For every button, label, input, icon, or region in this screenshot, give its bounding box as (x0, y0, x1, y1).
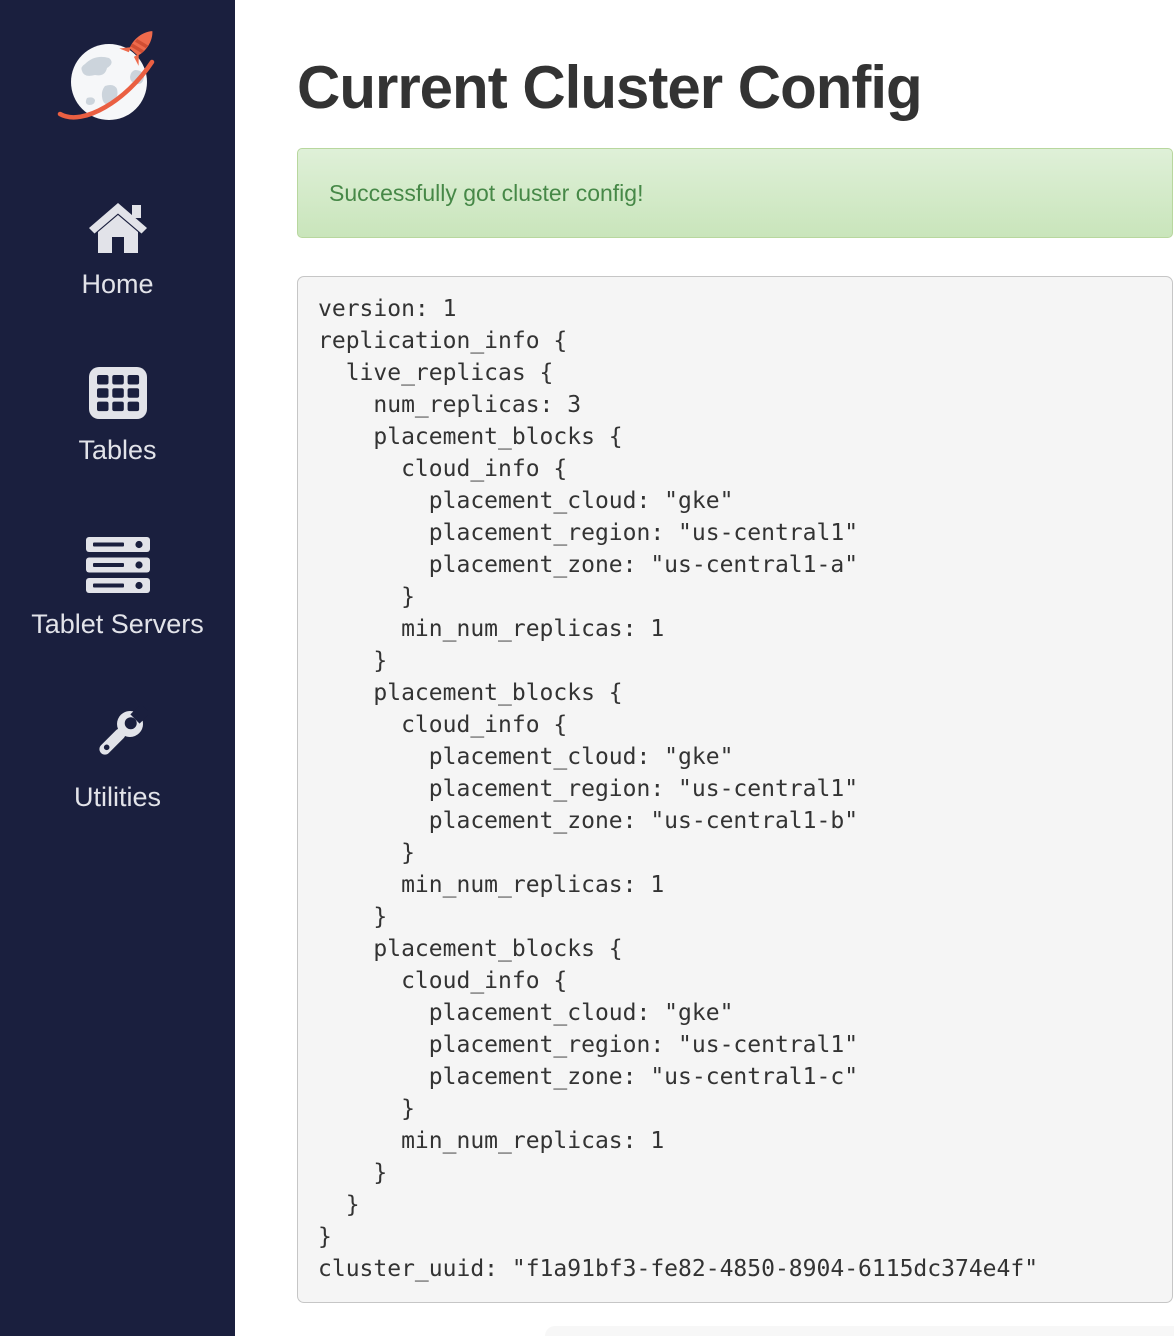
sidebar-item-label: Tables (78, 435, 157, 465)
sidebar-item-label: Tablet Servers (31, 609, 204, 639)
utilities-icon (88, 703, 150, 771)
success-alert: Successfully got cluster config! (297, 148, 1173, 238)
sidebar-item-label: Utilities (73, 782, 161, 812)
sidebar-item-tablet-servers[interactable]: Tablet Servers (0, 537, 235, 639)
sidebar: Home Tables (0, 0, 235, 1336)
sidebar-item-tables[interactable]: Tables (0, 367, 235, 465)
sidebar-item-home[interactable]: Home (0, 203, 235, 299)
main-content: Current Cluster Config Successfully got … (235, 0, 1174, 1336)
tablet-servers-icon (85, 537, 150, 598)
cluster-config-code-block: version: 1 replication_info { live_repli… (297, 276, 1173, 1303)
home-icon (88, 203, 147, 258)
globe-rocket-logo[interactable] (57, 28, 161, 124)
globe-rocket-logo-svg (57, 31, 155, 120)
partial-panel-bottom (545, 1326, 1174, 1336)
sidebar-item-label: Home (81, 269, 154, 299)
page-title: Current Cluster Config (297, 54, 923, 121)
success-alert-message: Successfully got cluster config! (329, 179, 644, 206)
tables-icon (88, 367, 147, 424)
sidebar-item-utilities[interactable]: Utilities (0, 703, 235, 812)
